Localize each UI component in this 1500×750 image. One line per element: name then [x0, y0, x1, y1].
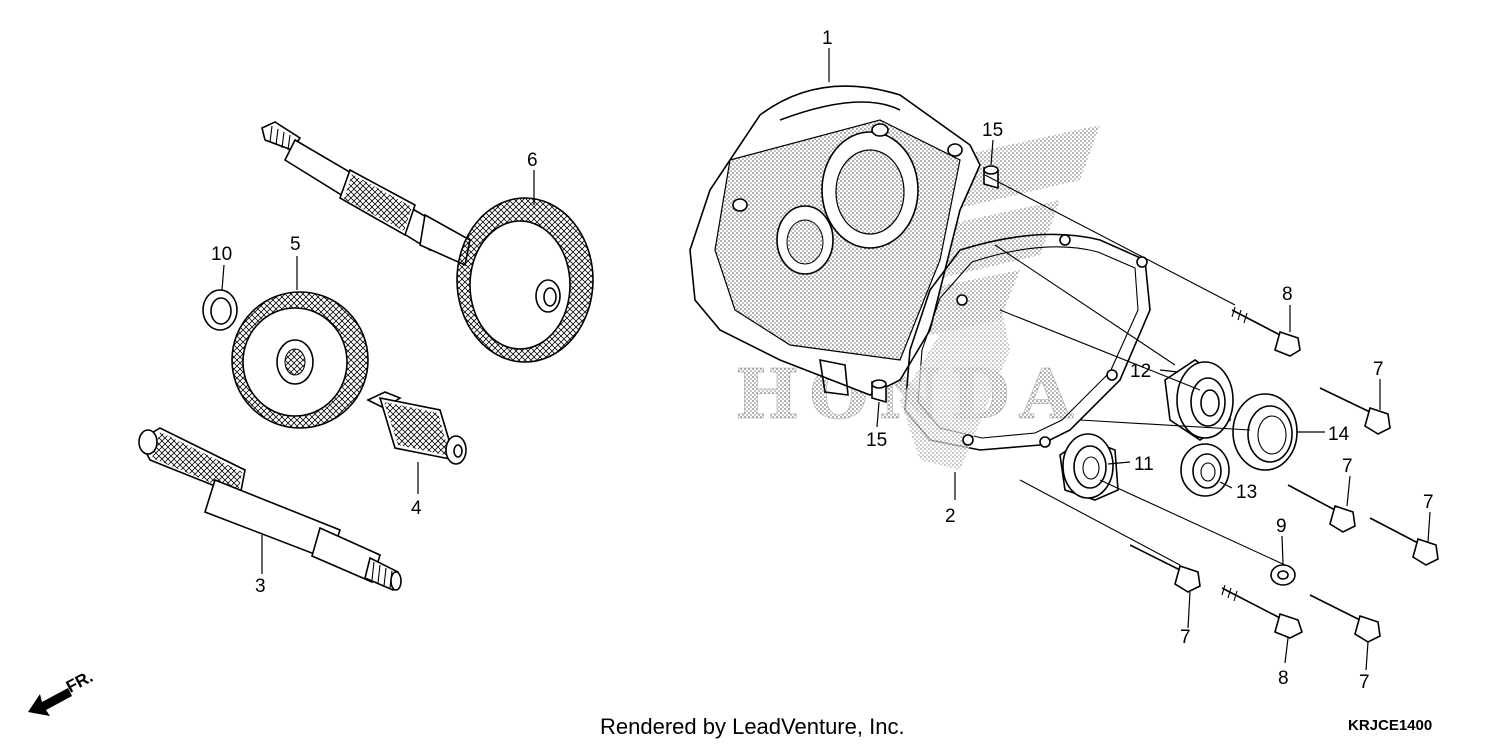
part-15-dowel-pin-upper[interactable]	[983, 165, 999, 190]
part-9-washer[interactable]	[1270, 564, 1296, 586]
part-7-bolt-d[interactable]	[1129, 544, 1201, 593]
part-10-washer[interactable]	[202, 289, 238, 331]
callout-10[interactable]: 10	[211, 244, 232, 265]
part-2-gasket[interactable]	[900, 233, 1151, 470]
callout-9[interactable]: 9	[1276, 516, 1287, 537]
callout-8-upper[interactable]: 8	[1282, 284, 1293, 305]
diagram-code: KRJCE1400	[1348, 717, 1432, 734]
callout-15-lower[interactable]: 15	[866, 430, 887, 451]
callout-11[interactable]: 11	[1134, 454, 1154, 475]
part-7-bolt-b[interactable]	[1287, 484, 1356, 533]
callout-15-upper[interactable]: 15	[982, 120, 1003, 141]
part-5-gear[interactable]	[231, 291, 369, 429]
part-12-bearing[interactable]	[1164, 359, 1234, 441]
render-credit: Rendered by LeadVenture, Inc.	[600, 714, 905, 739]
part-15-dowel-pin-lower[interactable]	[871, 379, 887, 404]
part-8-bolt-upper[interactable]	[1231, 306, 1301, 357]
callout-5[interactable]: 5	[290, 234, 301, 255]
part-1-transmission-cover[interactable]	[689, 85, 981, 396]
part-7-bolt-c[interactable]	[1369, 517, 1439, 566]
callout-12[interactable]: 12	[1130, 361, 1151, 382]
callout-4[interactable]: 4	[411, 498, 422, 519]
callout-labels: 1 2 3 4 5 6 10 8 7 12 14 11 13 7 7 9 7 8…	[211, 28, 1434, 693]
callout-14[interactable]: 14	[1328, 424, 1350, 445]
callout-7-e[interactable]: 7	[1359, 672, 1370, 693]
callout-7-d[interactable]: 7	[1180, 627, 1191, 648]
part-6-drive-shaft-gear[interactable]	[261, 121, 594, 363]
part-4-pinion-gear[interactable]	[366, 391, 467, 465]
callout-7-b[interactable]: 7	[1342, 456, 1353, 477]
part-8-bolt-lower[interactable]	[1221, 584, 1303, 639]
part-7-bolt-a[interactable]	[1319, 387, 1391, 435]
part-13-bearing[interactable]	[1180, 443, 1230, 497]
assembly-lines	[984, 174, 1286, 566]
callout-7-a[interactable]: 7	[1373, 359, 1384, 380]
callout-13[interactable]: 13	[1236, 482, 1257, 503]
front-arrow-icon	[28, 688, 72, 716]
callout-8-lower[interactable]: 8	[1278, 668, 1289, 689]
part-11-bearing[interactable]	[1059, 433, 1119, 501]
callout-6[interactable]: 6	[527, 150, 538, 171]
callout-7-c[interactable]: 7	[1423, 492, 1434, 513]
part-14-oil-seal[interactable]	[1232, 393, 1298, 471]
callout-3[interactable]: 3	[255, 576, 266, 597]
part-3-final-shaft[interactable]	[138, 427, 402, 592]
leader-lines	[221, 48, 1431, 671]
callout-1[interactable]: 1	[822, 28, 833, 49]
front-direction-indicator: FR.	[28, 667, 96, 716]
callout-2[interactable]: 2	[945, 506, 956, 527]
part-7-bolt-e[interactable]	[1309, 594, 1381, 643]
